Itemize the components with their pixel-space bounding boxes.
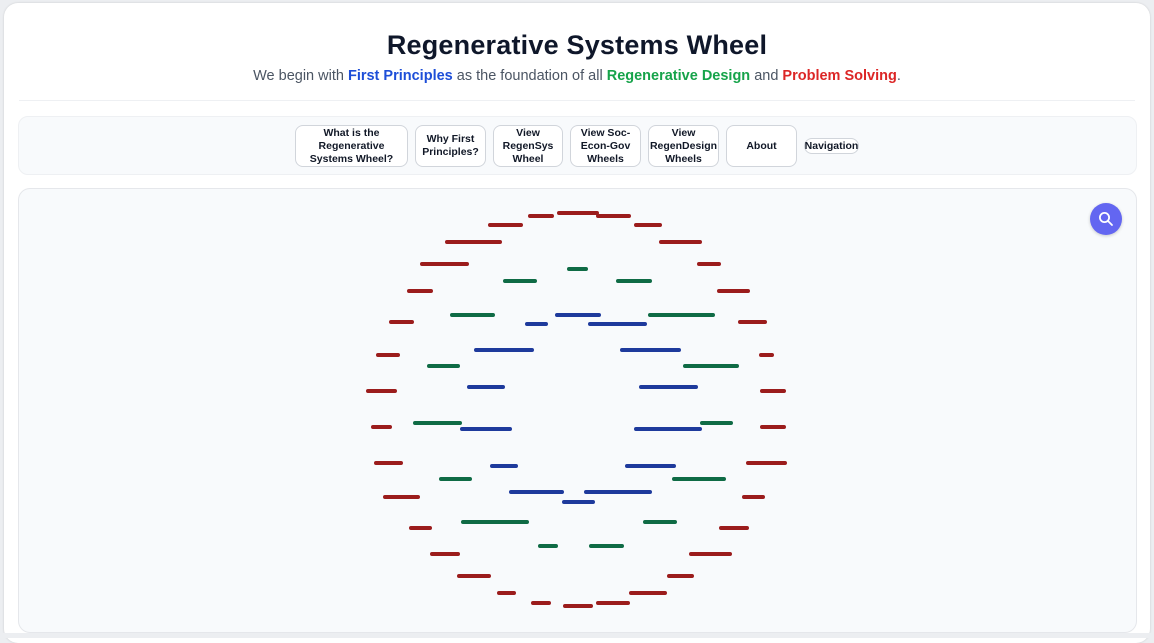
inner-ring-segment[interactable] — [584, 490, 652, 494]
outer-ring-segment[interactable] — [689, 552, 732, 556]
middle-ring-segment[interactable] — [643, 520, 677, 524]
inner-ring-segment[interactable] — [474, 348, 534, 352]
outer-ring-segment[interactable] — [634, 223, 662, 227]
outer-ring-segment[interactable] — [528, 214, 554, 218]
inner-ring-segment[interactable] — [588, 322, 647, 326]
search-icon — [1099, 212, 1113, 226]
outer-ring-segment[interactable] — [738, 320, 767, 324]
nav-button-view-regensys-wheel[interactable]: View RegenSys Wheel — [493, 125, 563, 167]
middle-ring-segment[interactable] — [648, 313, 715, 317]
inner-ring-segment[interactable] — [634, 427, 702, 431]
outer-ring-segment[interactable] — [457, 574, 491, 578]
outer-ring-segment[interactable] — [760, 425, 786, 429]
outer-ring-segment[interactable] — [746, 461, 787, 465]
outer-ring-segment[interactable] — [383, 495, 420, 499]
outer-ring-segment[interactable] — [659, 240, 702, 244]
inner-ring-segment[interactable] — [460, 427, 512, 431]
outer-ring-segment[interactable] — [420, 262, 469, 266]
outer-ring-segment[interactable] — [409, 526, 432, 530]
inner-ring-segment[interactable] — [509, 490, 564, 494]
middle-ring-segment[interactable] — [439, 477, 472, 481]
outer-ring-segment[interactable] — [759, 353, 774, 357]
middle-ring-segment[interactable] — [616, 279, 652, 283]
inner-ring-segment[interactable] — [467, 385, 505, 389]
middle-ring-segment[interactable] — [700, 421, 733, 425]
problem-solving-text: Problem Solving — [782, 68, 897, 84]
nav-button-what-is-wheel[interactable]: What is the Regenerative Systems Wheel? — [295, 125, 408, 167]
nav-button-about[interactable]: About — [726, 125, 797, 167]
outer-ring-segment[interactable] — [697, 262, 721, 266]
inner-ring-segment[interactable] — [555, 313, 601, 317]
outer-ring-segment[interactable] — [389, 320, 414, 324]
first-principles-text: First Principles — [347, 68, 453, 84]
inner-ring-segment[interactable] — [625, 464, 676, 468]
subtitle-text-1: We begin with — [253, 68, 348, 84]
nav-button-view-soc-econ-gov-wheels[interactable]: View Soc- Econ-Gov Wheels — [570, 125, 641, 167]
outer-ring-segment[interactable] — [371, 425, 392, 429]
inner-ring-segment[interactable] — [525, 322, 548, 326]
middle-ring-segment[interactable] — [672, 477, 726, 481]
inner-ring-segment[interactable] — [620, 348, 681, 352]
nav-button-navigation[interactable]: Navigation — [804, 138, 859, 154]
outer-ring-segment[interactable] — [596, 214, 631, 218]
middle-ring-segment[interactable] — [683, 364, 739, 368]
inner-ring-segment[interactable] — [639, 385, 698, 389]
outer-ring-segment[interactable] — [531, 601, 551, 605]
page-subtitle: We begin with First Principles as the fo… — [0, 68, 1154, 84]
outer-ring-segment[interactable] — [430, 552, 460, 556]
subtitle-text-3: and — [750, 68, 783, 84]
nav-button-view-regendesign-wheels[interactable]: View RegenDesign Wheels — [648, 125, 719, 167]
search-button[interactable] — [1090, 203, 1122, 235]
outer-ring-segment[interactable] — [445, 240, 502, 244]
outer-ring-segment[interactable] — [717, 289, 750, 293]
subtitle-text-2: as the foundation of all — [452, 68, 607, 84]
header-divider — [19, 100, 1135, 101]
middle-ring-segment[interactable] — [567, 267, 588, 271]
nav-button-why-first-principles[interactable]: Why First Principles? — [415, 125, 486, 167]
middle-ring-segment[interactable] — [538, 544, 558, 548]
middle-ring-segment[interactable] — [413, 421, 462, 425]
subtitle-text-4: . — [896, 68, 901, 84]
outer-ring-segment[interactable] — [596, 601, 630, 605]
outer-ring-segment[interactable] — [719, 526, 749, 530]
outer-ring-segment[interactable] — [497, 591, 516, 595]
middle-ring-segment[interactable] — [461, 520, 529, 524]
middle-ring-segment[interactable] — [503, 279, 537, 283]
outer-ring-segment[interactable] — [760, 389, 786, 393]
inner-ring-segment[interactable] — [562, 500, 595, 504]
regenerative-design-text: Regenerative Design — [606, 68, 751, 84]
outer-ring-segment[interactable] — [366, 389, 397, 393]
page-title: Regenerative Systems Wheel — [386, 30, 768, 60]
outer-ring-segment[interactable] — [629, 591, 667, 595]
outer-ring-segment[interactable] — [376, 353, 400, 357]
bottom-edge — [0, 633, 1154, 638]
outer-ring-segment[interactable] — [667, 574, 694, 578]
inner-ring-segment[interactable] — [490, 464, 518, 468]
middle-ring-segment[interactable] — [427, 364, 460, 368]
outer-ring-segment[interactable] — [563, 604, 593, 608]
outer-ring-segment[interactable] — [374, 461, 403, 465]
outer-ring-segment[interactable] — [407, 289, 433, 293]
outer-ring-segment[interactable] — [557, 211, 599, 215]
middle-ring-segment[interactable] — [450, 313, 495, 317]
wheel-panel — [18, 188, 1137, 633]
outer-ring-segment[interactable] — [742, 495, 765, 499]
middle-ring-segment[interactable] — [589, 544, 624, 548]
outer-ring-segment[interactable] — [488, 223, 523, 227]
